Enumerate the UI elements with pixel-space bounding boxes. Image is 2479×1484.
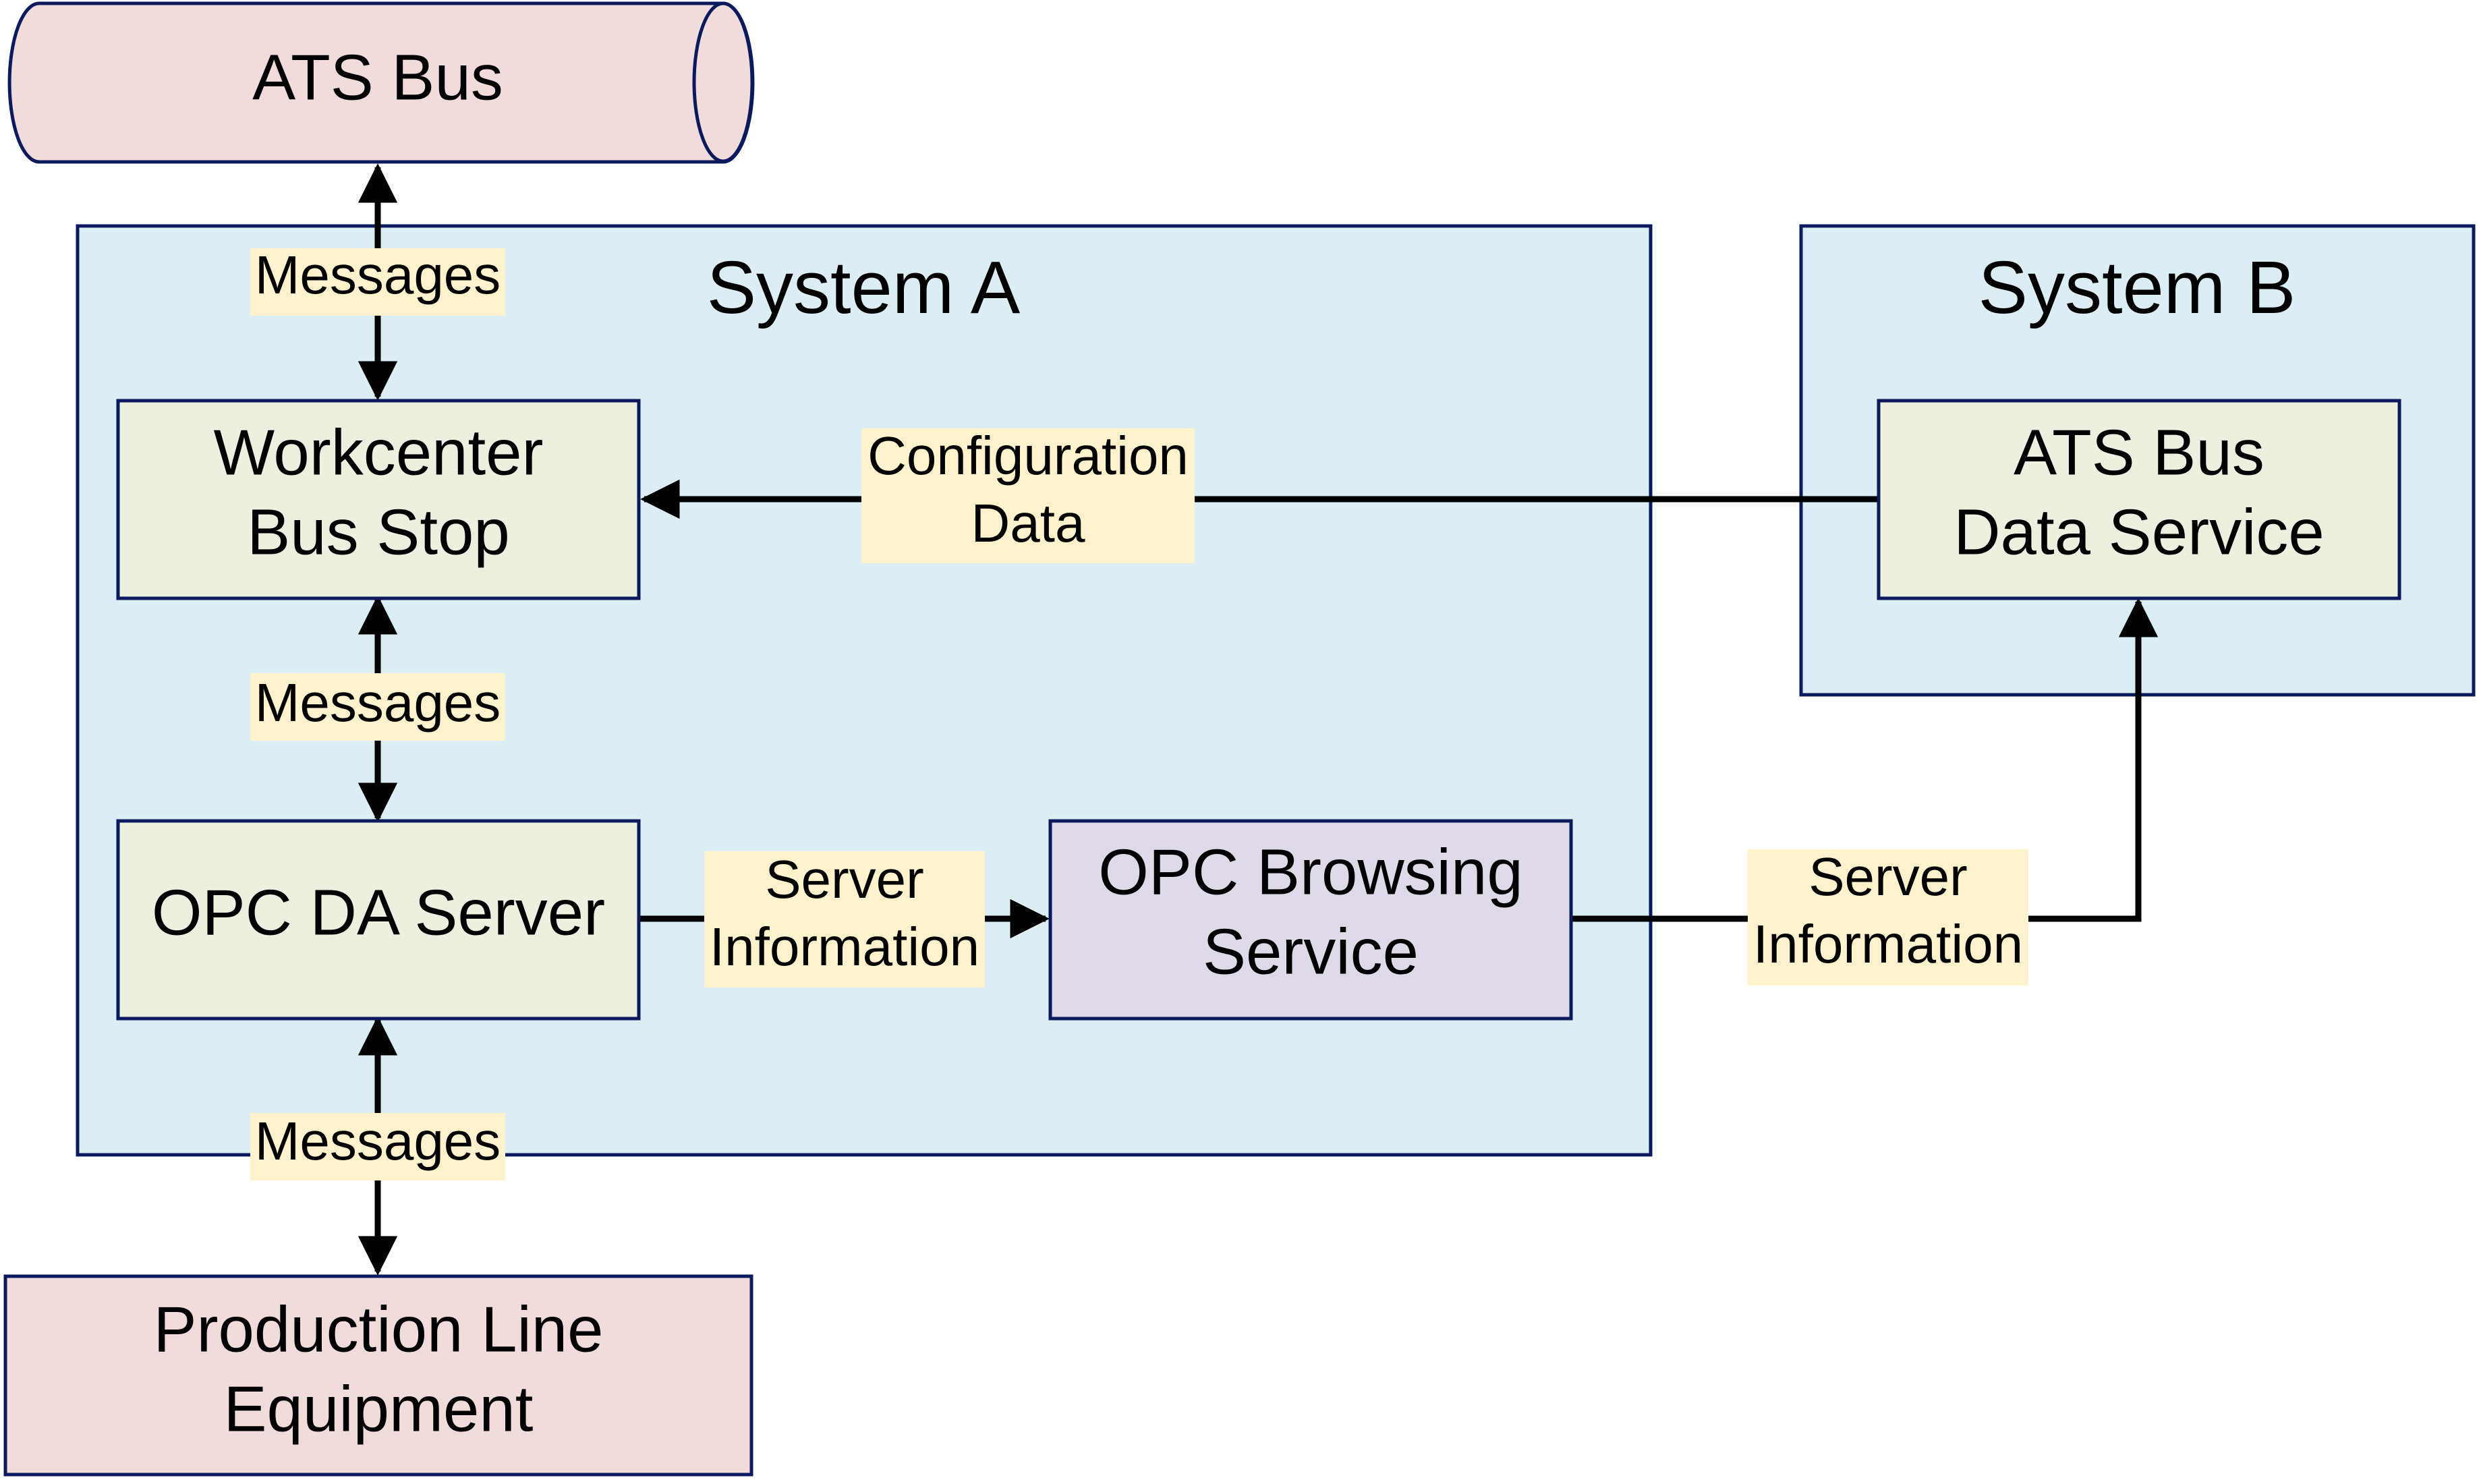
edge-label-messages-top: Messages [250, 245, 505, 316]
ats-bus-label: ATS Bus [252, 41, 503, 113]
edge-label-server-information-internal: Server Information [704, 849, 985, 988]
workcenter-bus-stop-label-line2: Bus Stop [247, 496, 510, 568]
edge-label-background [250, 1113, 505, 1180]
edge-label-text-line2: Information [1753, 914, 2023, 974]
edge-label-messages-bottom: Messages [250, 1111, 505, 1180]
opc-browsing-service-box [1048, 819, 1573, 1021]
ats-bus-data-service-box [1877, 399, 2401, 600]
ats-bus-data-service-node: ATS Bus Data Service [1877, 399, 2401, 600]
ats-bus-data-service-label-line2: Data Service [1954, 496, 2325, 568]
opc-da-server-box [116, 819, 641, 1021]
edge-label-messages-middle: Messages [250, 673, 505, 741]
edge-label-text-line2: Data [971, 493, 1085, 553]
production-line-label-line1: Production Line [153, 1293, 603, 1365]
opc-da-server-label: OPC DA Server [152, 876, 605, 948]
edge-label-text: Messages [255, 673, 501, 733]
opc-browsing-service-label-line2: Service [1203, 915, 1419, 988]
edge-label-background [1748, 849, 2028, 986]
edge-label-text-line1: Configuration [867, 426, 1189, 486]
edge-label-text: Messages [255, 1111, 501, 1171]
production-line-label-line2: Equipment [224, 1373, 534, 1445]
production-line-box [3, 1274, 753, 1477]
ats-bus-data-service-label-line1: ATS Bus [2014, 416, 2264, 488]
edge-label-background [250, 673, 505, 741]
edge-label-background [861, 428, 1195, 563]
system-a-title: System A [707, 246, 1021, 329]
edge-label-text-line1: Server [1808, 847, 1968, 907]
workcenter-bus-stop-label-line1: Workcenter [213, 416, 543, 488]
edge-label-server-information-external: Server Information [1748, 847, 2028, 986]
edge-label-text: Messages [255, 245, 501, 305]
production-line-equipment-node: Production Line Equipment [3, 1274, 753, 1477]
system-b-title: System B [1978, 246, 2296, 329]
edge-label-background [250, 248, 505, 316]
edge-label-configuration-data: Configuration Data [861, 426, 1195, 563]
edge-label-background [704, 851, 985, 988]
ats-bus-node: ATS Bus [7, 1, 755, 164]
edge-label-text-line2: Information [710, 917, 979, 977]
opc-da-server-node: OPC DA Server [116, 819, 641, 1021]
workcenter-bus-stop-box [116, 399, 641, 600]
opc-browsing-service-node: OPC Browsing Service [1048, 819, 1573, 1021]
edge-label-text-line1: Server [765, 849, 924, 909]
ats-bus-cylinder-end [692, 1, 754, 163]
opc-browsing-service-label-line1: OPC Browsing [1098, 836, 1523, 908]
workcenter-bus-stop-node: Workcenter Bus Stop [116, 399, 641, 600]
